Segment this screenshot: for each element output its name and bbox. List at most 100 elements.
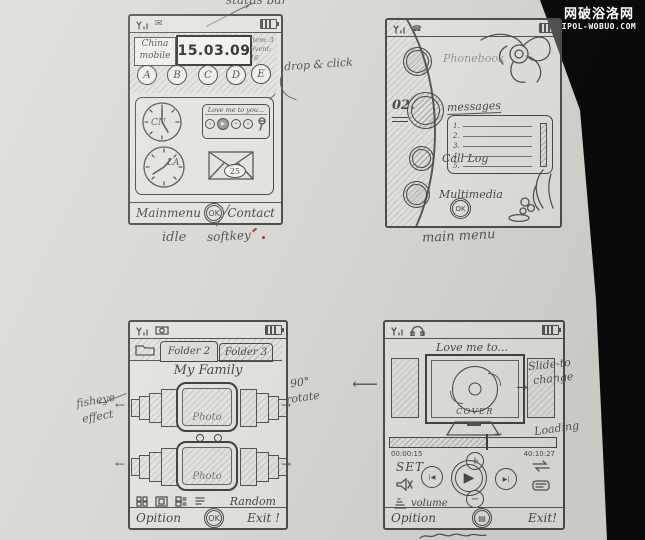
watermark-url: IPOL-WOBUO.COM [561,22,637,31]
progress-bar: → [389,430,557,450]
menu-item-phonebook: Phonebook [443,52,505,65]
menu-item-multimedia: Multimedia [439,188,503,201]
player-softkey-bar: Opition ▤ Exit! [385,507,563,528]
gallery-screen: Folder 2 Folder 3 My Family ← Photo → ← [115,320,292,530]
softkey-caption: softkey [206,227,252,245]
tab-bar: Folder 2 Folder 3 [130,339,282,362]
cover-frame: COVER [425,354,525,424]
prev-cover-panel [391,358,419,418]
photo-placeholder: Photo [182,447,232,485]
idle-status-bar: ✉ [130,16,281,33]
index-underline-2 [392,121,408,122]
widget-play-icon: ▶ [217,118,229,130]
softkey-exit: Exit ! [247,511,280,525]
scroll-right-arrow: → [281,398,292,412]
status-bar-arrow-icon: ↗ [244,0,254,12]
set-label: SET [396,460,424,474]
photo-label: Photo [192,412,222,423]
fisheye-arrow-icon: ← [98,396,108,409]
random-label: Random [229,494,276,508]
slide-arrow-icon: → [516,380,528,396]
gallery-softkey-bar: Opition OK Exit ! [130,507,286,528]
clock-cn: CN [142,102,182,142]
ok-button: OK [204,508,225,528]
widget-prev-icon: « [205,119,215,129]
battery-icon [265,325,284,335]
shuffle-icon [532,460,550,472]
scroll-left-arrow: ← [115,398,126,412]
thumb-frame [278,458,287,476]
multimedia-icon [403,181,430,208]
menu-item-call-log: Call Log [442,152,489,165]
disc-spin-arc [450,391,463,404]
prev-track-button: |◀ [421,466,443,488]
volume-bars-icon [394,498,407,509]
idle-caption: idle [162,230,187,245]
fisheye-annotation-2: effect [81,407,115,426]
swipe-left-arrow-icon: ⟵ [352,374,378,395]
rotate-annotation-2: rotate [285,388,321,407]
phonebook-icon [403,47,432,76]
mail-widget: 25 [208,151,254,180]
progress-arrow-icon: → [494,430,503,440]
widget-next-icon: » [243,119,253,129]
now-playing-title: Love me to... [436,341,508,354]
scroll-right-arrow: → [281,457,292,471]
signal-icon [391,326,403,336]
shortcut-e: E [251,64,271,84]
cover-inner-frame: COVER [431,360,519,418]
idle-softkey-bar: Mainmenu OK Contact [130,202,281,223]
music-widget: Love me to you... « ▶ • » [202,104,270,139]
player-screen: Love me to... COVER → 00:00:15 40:10:27 … [383,320,565,530]
clock-la: LA [143,146,185,188]
main-menu-caption: main menu [421,227,496,246]
envelope-icon [208,151,254,180]
cut-off-caption [419,533,487,539]
messages-preview-panel: 1. 2. 3. 4. 5. [447,115,553,174]
unread-count-badge: 25 [224,164,246,178]
widget-stop-icon: • [231,119,241,129]
speaker-mute-icon [396,478,413,491]
view-options-row: Random [130,494,282,508]
call-log-icon [409,146,434,171]
slide-annotation-2: change [532,369,575,388]
meta-items: Item: 3 [250,36,274,44]
pause-button: ▤ [471,508,492,528]
thumb-frame [240,389,257,427]
profile-mode-icon: ☎ [412,23,422,33]
disc-hub-icon [468,382,482,396]
menu-item-messages: messages [446,99,502,115]
carrier-line2: mobile [139,51,171,61]
photo-frame: Photo [176,382,238,432]
thumb-frame [278,399,287,417]
progress-marker [486,434,488,450]
photo-frame: Photo [176,441,238,491]
battery-icon [542,325,561,335]
index-underline-1 [392,117,408,118]
rotate-annotation-1: 90° [289,374,311,391]
volume-down-button: − [466,490,484,508]
widget-panel: CN Love me to you... « ▶ • » LA [135,97,274,195]
disc-icon [452,366,498,412]
messages-icon-selected [407,92,444,129]
carrier-line1: China [141,39,169,49]
watermark: 网破浴洛网 IPOL-WOBUO.COM [556,7,642,31]
decorative-plant-sketch [508,169,554,222]
list-row-number: 4. [453,151,460,160]
softkey-mainmenu: Mainmenu [136,206,201,220]
headphones-icon [410,325,425,336]
calendar-meta-widget: Item: 3 Event: 16 [250,36,280,63]
list-row-number: 5. [453,161,460,170]
clock-la-label: LA [166,158,180,168]
cover-stand [445,421,501,436]
watermark-cn: 网破浴洛网 [563,7,634,22]
list-row-number: 1. [453,121,460,130]
photo-placeholder: Photo [182,388,232,426]
ok-button: OK [204,203,225,223]
main-menu-screen: ☎ 02. Phonebook messages Call Log Multim… [385,18,562,228]
list-view-icon [195,496,205,505]
drop-click-annotation: drop & click [283,55,354,74]
coverflow-strip-2: ← Photo → [115,441,291,493]
pin-icon [258,117,266,131]
